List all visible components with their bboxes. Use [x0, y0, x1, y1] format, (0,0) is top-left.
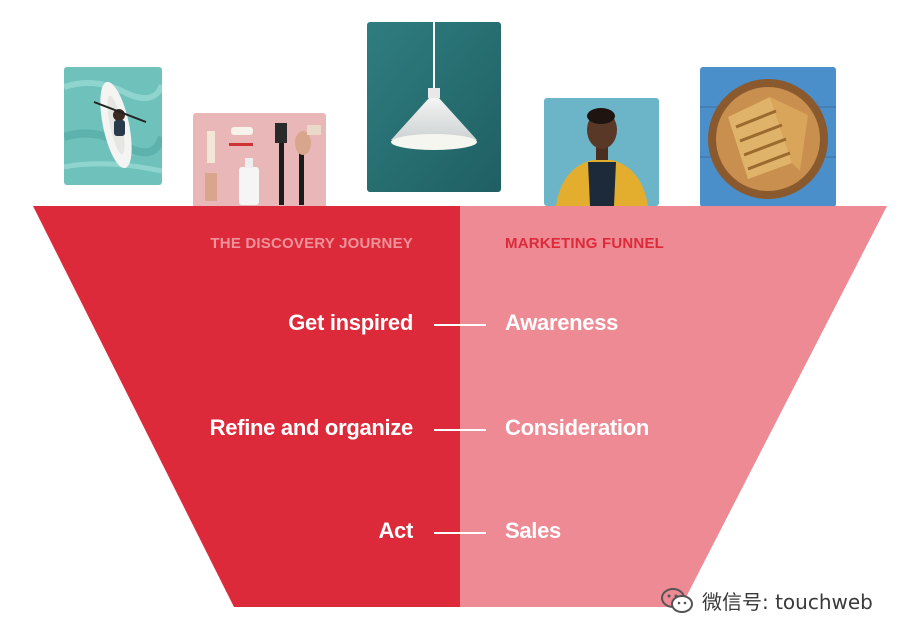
beauty-products-photo [193, 113, 326, 209]
marketing-panel [460, 206, 887, 607]
wechat-icon [661, 587, 693, 613]
sandwich-photo [700, 67, 836, 207]
marketing-funnel-heading: MARKETING FUNNEL [505, 235, 665, 252]
journey-stage-act: Act [378, 518, 413, 543]
funnel-stage-sales: Sales [505, 518, 561, 543]
watermark-text: 微信号: touchweb [702, 590, 873, 614]
connector-line [434, 324, 486, 326]
journey-stage-get-inspired: Get inspired [288, 310, 413, 335]
connector-line [434, 532, 486, 534]
funnel-stage-consideration: Consideration [505, 415, 649, 440]
discovery-journey-heading: THE DISCOVERY JOURNEY [210, 235, 413, 252]
pendant-lamp-photo [367, 22, 501, 192]
woman-portrait-photo [544, 98, 659, 206]
journey-panel [33, 206, 460, 607]
funnel-stage-awareness: Awareness [505, 310, 619, 335]
connector-line [434, 429, 486, 431]
paddleboard-photo [64, 67, 162, 185]
watermark: 微信号: touchweb [660, 586, 873, 615]
journey-stage-refine-and-organize: Refine and organize [209, 415, 414, 440]
